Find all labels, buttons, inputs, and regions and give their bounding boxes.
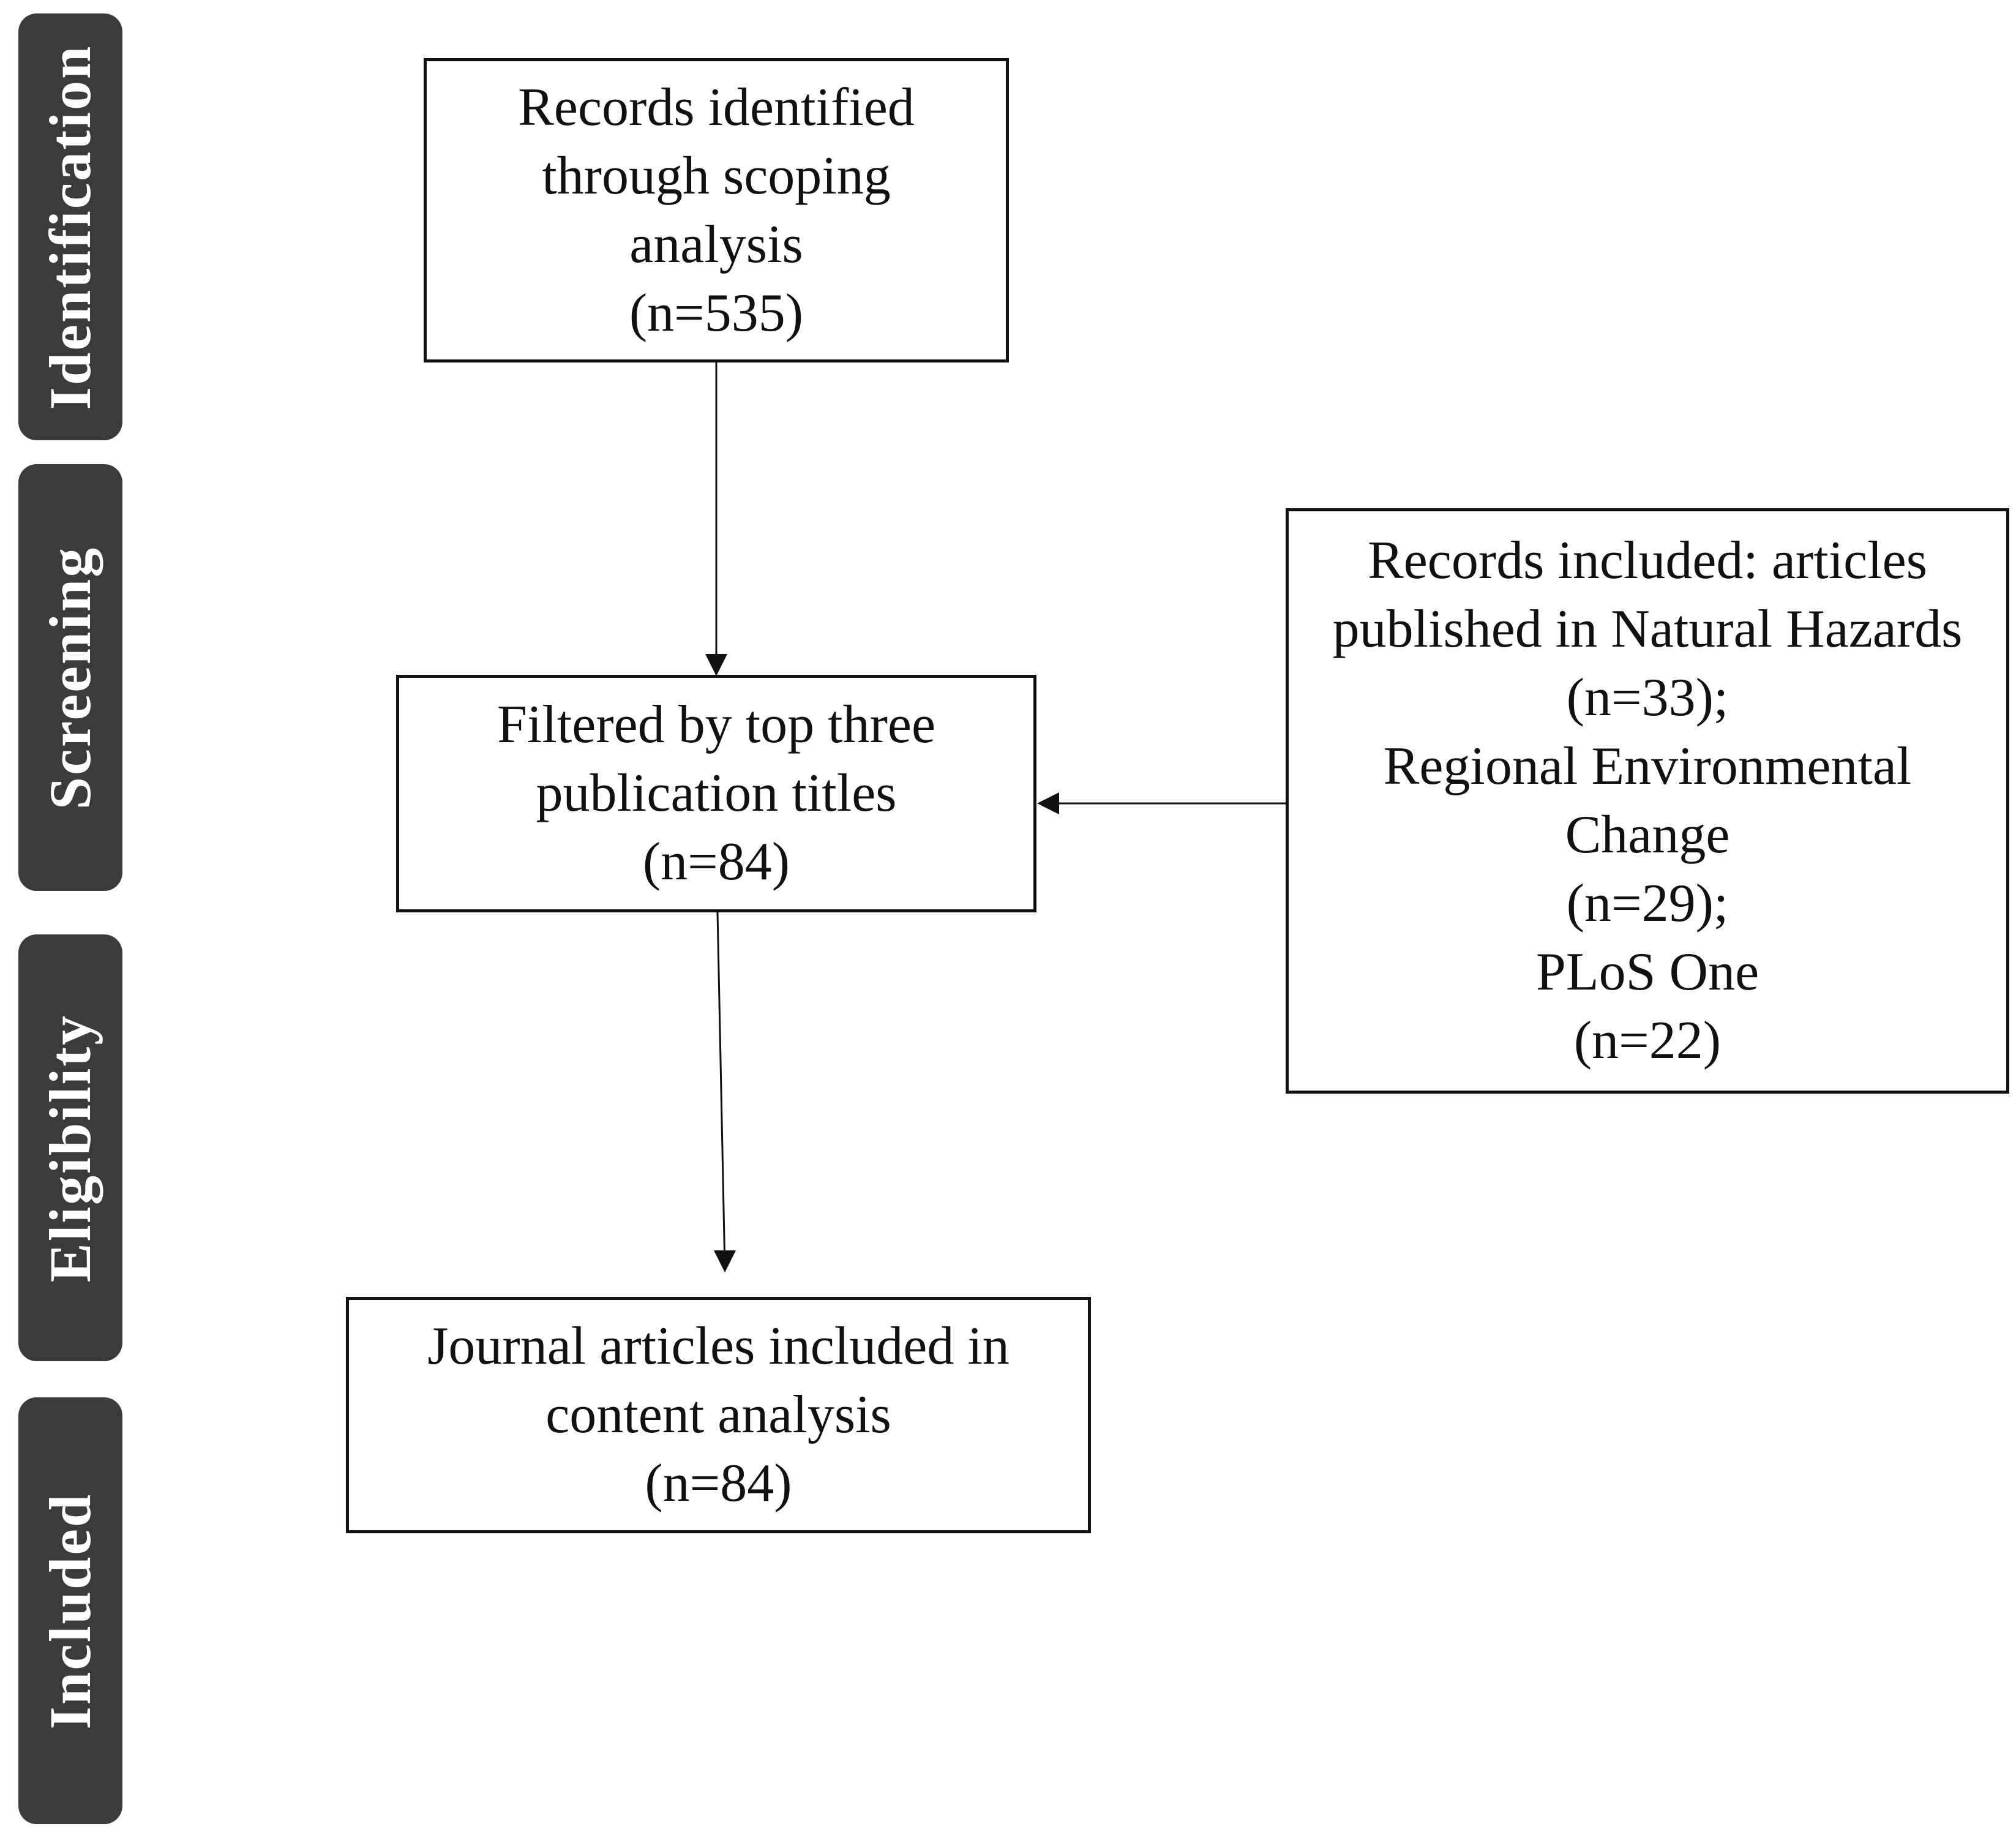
box-content-analysis: Journal articles included in content ana… [346, 1297, 1091, 1533]
box-journals-line-4: Regional Environmental [1383, 737, 1912, 796]
stage-screening: Screening [18, 464, 122, 891]
box-content-line-3: (n=84) [645, 1454, 792, 1513]
arrowhead-filtered-to-content [714, 1250, 736, 1272]
stage-identification: Identification [18, 13, 122, 440]
box-filtered-line-3: (n=84) [642, 832, 790, 892]
box-content-line-1: Journal articles included in [427, 1317, 1010, 1376]
box-journals-line-2: published in Natural Hazards [1332, 599, 1963, 659]
box-journals-line-1: Records included: articles [1368, 531, 1927, 590]
box-filtered-line-1: Filtered by top three [497, 695, 936, 754]
arrowhead-identified-to-filtered [705, 654, 727, 676]
box-records-included-journals: Records included: articles published in … [1286, 508, 2009, 1094]
box-identified-line-4: (n=535) [629, 283, 804, 343]
box-filtered: Filtered by top three publication titles… [396, 675, 1036, 912]
box-identified-line-1: Records identified [518, 77, 915, 137]
box-journals-line-6: (n=29); [1566, 874, 1729, 933]
stage-eligibility: Eligibility [18, 934, 122, 1361]
box-journals-line-7: PLoS One [1535, 942, 1759, 1002]
box-journals-line-3: (n=33); [1566, 668, 1729, 727]
box-identified-line-2: through scoping [542, 146, 891, 206]
box-identified-line-3: analysis [629, 214, 803, 274]
arrow-filtered-to-content [716, 912, 726, 1269]
box-journals-line-8: (n=22) [1573, 1011, 1722, 1070]
box-journals-line-5: Change [1565, 805, 1730, 865]
box-records-identified: Records identified through scoping analy… [424, 58, 1009, 363]
arrowhead-journals-to-filtered [1037, 792, 1059, 814]
box-content-line-2: content analysis [545, 1385, 891, 1444]
stage-included: Included [18, 1397, 122, 1824]
box-filtered-line-2: publication titles [536, 764, 897, 823]
